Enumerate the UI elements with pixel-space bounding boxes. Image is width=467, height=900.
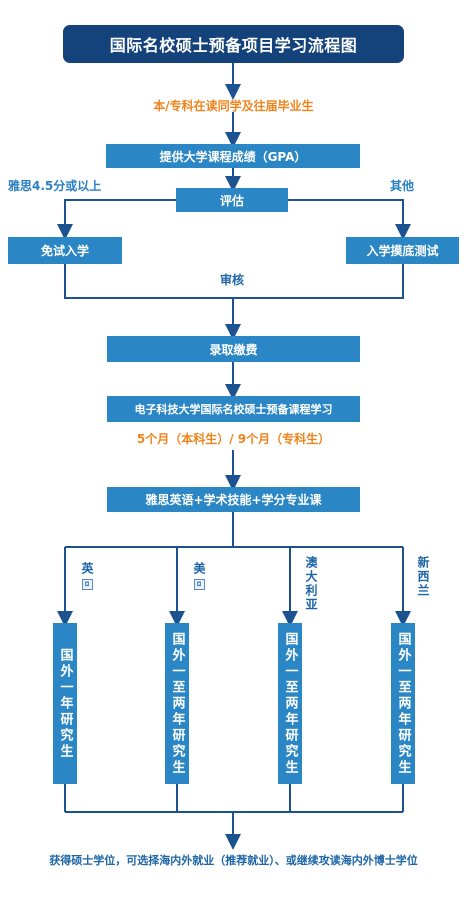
admit-step: 录取缴费 (107, 336, 360, 362)
exempt-step: 免试入学 (8, 237, 122, 264)
duration-text: 5个月（本科生）/ 9个月（专科生） (136, 432, 331, 446)
applicants-text: 本/专科在读同学及往届毕业生 (153, 99, 314, 113)
branch-left-label: 雅思4.5分或以上 (8, 179, 102, 193)
program-box-us: 国外一至两年研究生 (165, 623, 189, 784)
branch-right-label: 其他 (390, 179, 415, 193)
flag-icon: ◘ (81, 579, 93, 590)
country-label-australia: 澳大利亚 (304, 556, 318, 612)
program-box-newzealand: 国外一至两年研究生 (391, 623, 415, 784)
program-box-australia: 国外一至两年研究生 (278, 623, 302, 784)
country-label-us: 美◘ (192, 562, 206, 590)
course-step: 电子科技大学国际名校硕士预备课程学习 (107, 396, 360, 422)
gpa-step: 提供大学课程成绩（GPA） (106, 144, 360, 168)
curriculum-step: 雅思英语+学术技能+学分专业课 (107, 487, 360, 512)
assess-step: 评估 (176, 188, 288, 212)
review-label: 审核 (220, 273, 245, 287)
outcome-text: 获得硕士学位，可选择海内外就业（推荐就业）、或继续攻读海内外博士学位 (49, 854, 418, 867)
test-step: 入学摸底测试 (346, 237, 459, 264)
diagram-title: 国际名校硕士预备项目学习流程图 (63, 25, 404, 63)
program-box-uk: 国外一年研究生 (53, 623, 77, 784)
flag-icon: ◘ (193, 579, 205, 590)
country-label-uk: 英◘ (80, 562, 94, 590)
country-label-newzealand: 新西兰 (416, 556, 430, 598)
